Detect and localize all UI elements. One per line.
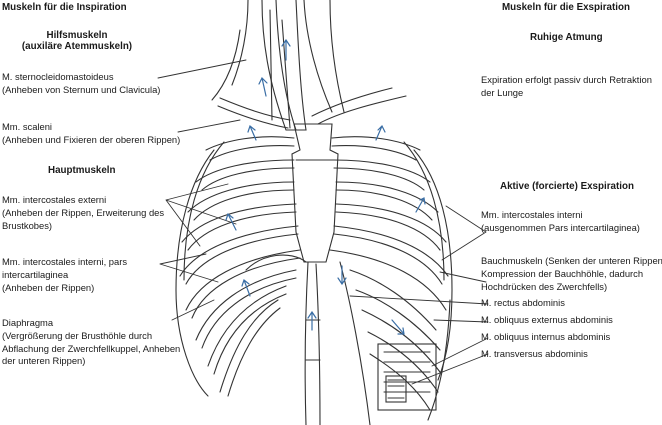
label-line: (Anheben und Fixieren der oberen Rippen) xyxy=(2,133,181,145)
label-obliquus-externus: M. obliquus externus abdominis xyxy=(481,314,613,325)
label-intercostales-interni: Mm. intercostales interni (ausgenommen P… xyxy=(481,209,640,235)
label-line: (Anheben der Rippen, Erweiterung des xyxy=(2,206,165,218)
label-bauchmuskeln: Bauchmuskeln (Senken der unteren Rippen,… xyxy=(481,255,662,293)
expiration-title: Muskeln für die Exspiration xyxy=(502,2,630,13)
inspiration-title: Muskeln für die Inspiration xyxy=(2,2,127,13)
label-sternocleidomastoideus: M. sternocleidomastoideus (Anheben von S… xyxy=(2,71,160,97)
accessory-heading-line: Hilfsmuskeln xyxy=(46,30,108,41)
accessory-heading-line: (auxiläre Atemmuskeln) xyxy=(21,41,133,52)
label-line: der Lunge xyxy=(481,86,524,98)
label-line: (Anheben der Rippen) xyxy=(2,281,95,293)
label-line: Diaphragma xyxy=(2,317,54,328)
label-line: (Vergrößerung der Brusthöhle durch xyxy=(2,329,153,341)
label-intercostales-interni-pars-intercartilaginea: Mm. intercostales interni, pars intercar… xyxy=(2,256,127,294)
label-line: Mm. intercostales interni, pars xyxy=(2,256,128,267)
contraction-arrows xyxy=(225,38,426,335)
label-passive-expiration: Expiration erfolgt passiv durch Retrakti… xyxy=(481,74,652,100)
abdominal-muscles xyxy=(245,254,451,425)
label-line: Expiration erfolgt passiv durch Retrakti… xyxy=(481,74,652,85)
quiet-breathing-heading: Ruhige Atmung xyxy=(530,32,603,43)
ribs-left xyxy=(175,136,301,397)
label-line: Hochdrücken des Zwerchfells) xyxy=(481,280,608,292)
label-line: (ausgenommen Pars intercartilaginea) xyxy=(481,221,640,233)
label-transversus-abdominis: M. transversus abdominis xyxy=(481,348,588,359)
neck-muscles xyxy=(211,0,345,131)
label-line: Mm. intercostales externi xyxy=(2,194,107,205)
label-obliquus-internus: M. obliquus internus abdominis xyxy=(481,331,611,342)
label-scaleni: Mm. scaleni (Anheben und Fixieren der ob… xyxy=(2,121,180,147)
label-line: Abflachung der Zwerchfellkuppel, Anheben xyxy=(2,342,181,354)
leader-lines xyxy=(157,59,489,385)
clavicles xyxy=(217,87,407,129)
label-line: Mm. scaleni xyxy=(2,121,53,132)
label-line: (Anheben von Sternum und Clavicula) xyxy=(2,83,161,95)
label-line: Bauchmuskeln (Senken der unteren Rippen, xyxy=(481,255,662,266)
ribs-right xyxy=(329,136,453,381)
label-diaphragma: Diaphragma (Vergrößerung der Brusthöhle … xyxy=(2,317,180,368)
sternum xyxy=(291,123,339,263)
label-line: M. sternocleidomastoideus xyxy=(2,71,114,82)
label-line: der unteren Rippen) xyxy=(2,355,86,367)
label-rectus-abdominis: M. rectus abdominis xyxy=(481,297,565,308)
main-muscles-heading: Hauptmuskeln xyxy=(48,165,116,176)
active-expiration-heading: Aktive (forcierte) Exspiration xyxy=(500,181,634,192)
accessory-muscles-heading: Hilfsmuskeln (auxiläre Atemmuskeln) xyxy=(2,30,152,52)
label-line: intercartilaginea xyxy=(2,268,69,280)
label-line: Kompression der Bauchhöhle, dadurch xyxy=(481,267,644,279)
label-line: Mm. intercostales interni xyxy=(481,209,583,220)
label-intercostales-externi: Mm. intercostales externi (Anheben der R… xyxy=(2,194,164,232)
label-line: Brustkobes) xyxy=(2,219,53,231)
